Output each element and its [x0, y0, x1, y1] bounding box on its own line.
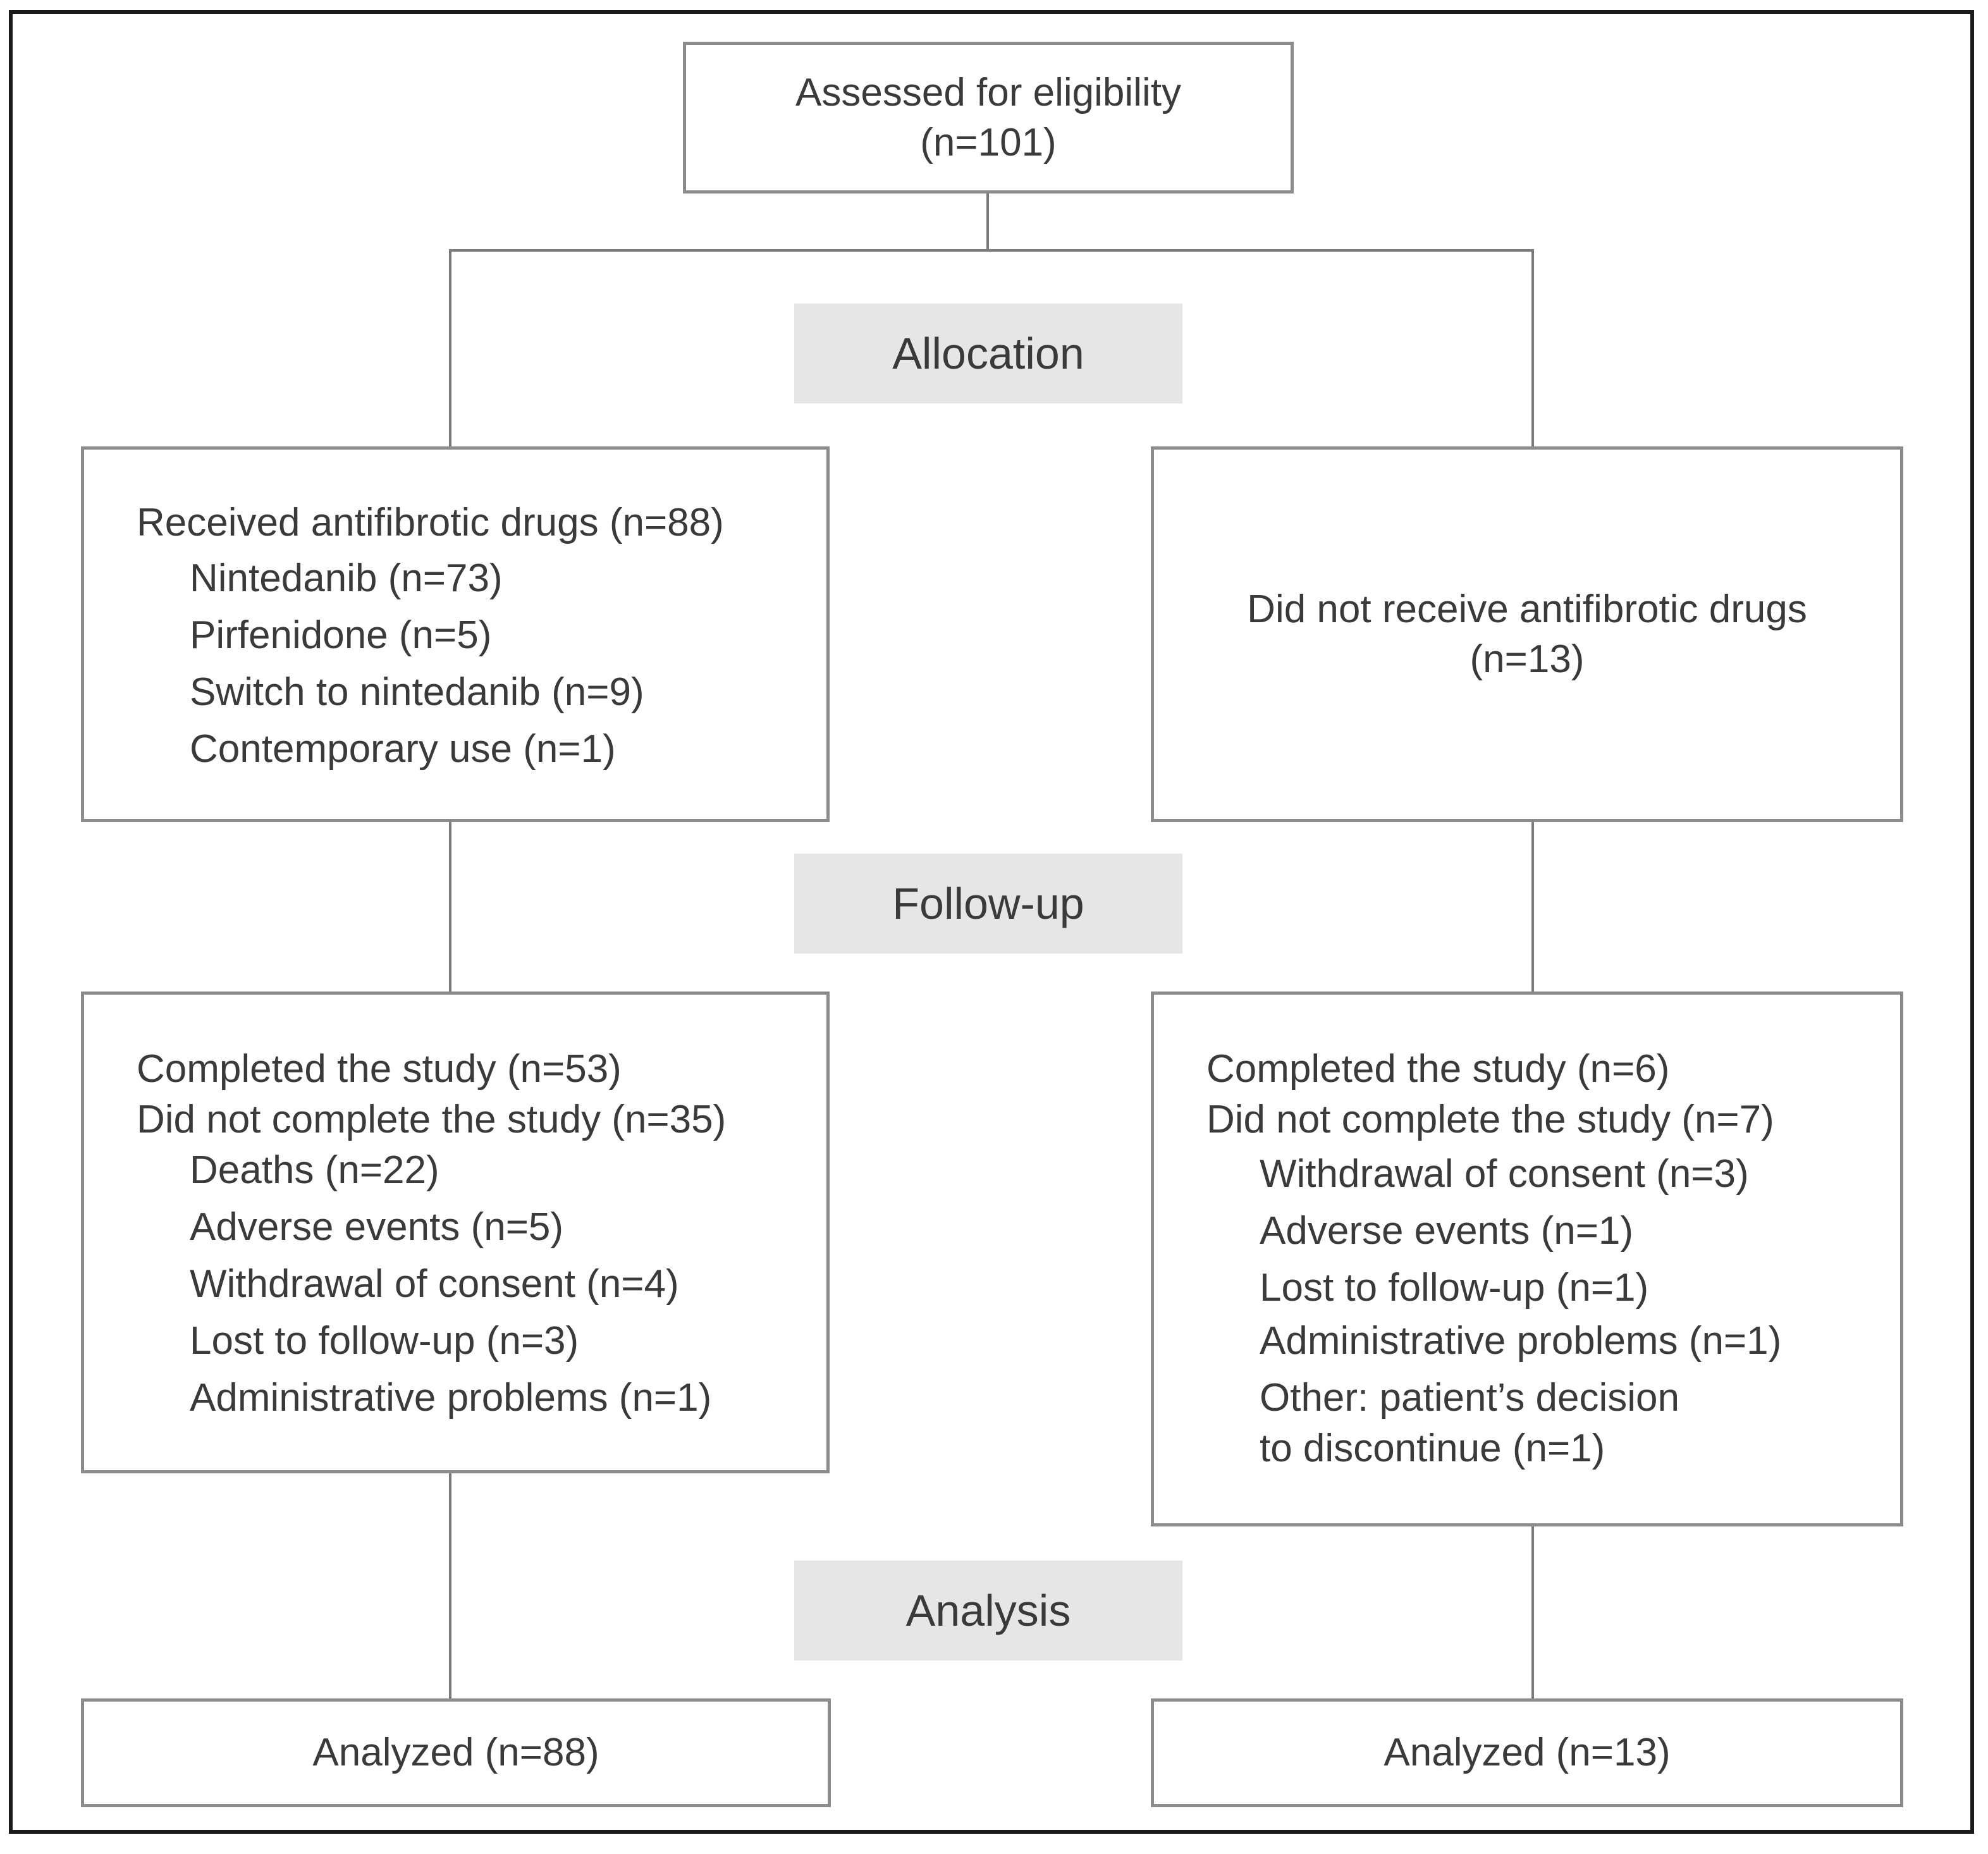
followup-right-not-completed: Did not complete the study (n=7) [1206, 1098, 1774, 1141]
connector-assessed-down [986, 192, 989, 250]
allocation-right-count: (n=13) [1470, 637, 1585, 681]
stage-follow-up: Follow-up [794, 854, 1182, 954]
followup-right-reason: Adverse events (n=1) [1260, 1209, 1634, 1253]
allocation-right-box: Did not receive antifibrotic drugs (n=13… [1151, 446, 1903, 822]
followup-left-completed: Completed the study (n=53) [137, 1047, 622, 1091]
followup-right-box [1151, 991, 1903, 1526]
connector-split-top [449, 249, 1534, 252]
analysis-right-label: Analyzed (n=13) [1384, 1731, 1671, 1775]
allocation-left-item: Contemporary use (n=1) [190, 727, 616, 771]
analysis-left-box: Analyzed (n=88) [81, 1698, 831, 1807]
connector-right-analysis [1531, 1524, 1534, 1701]
stage-analysis: Analysis [794, 1561, 1182, 1661]
followup-right-reason: to discontinue (n=1) [1260, 1427, 1605, 1470]
followup-right-reason: Other: patient’s decision [1260, 1376, 1680, 1420]
followup-right-reason: Withdrawal of consent (n=3) [1260, 1152, 1749, 1196]
followup-left-reason: Withdrawal of consent (n=4) [190, 1262, 679, 1306]
stage-analysis-label: Analysis [905, 1586, 1071, 1635]
connector-left-followup [449, 821, 451, 994]
allocation-left-item: Pirfenidone (n=5) [190, 613, 492, 657]
followup-left-reason: Administrative problems (n=1) [190, 1376, 712, 1420]
stage-follow-up-label: Follow-up [892, 879, 1084, 928]
allocation-left-item: Nintedanib (n=73) [190, 556, 503, 600]
followup-left-not-completed: Did not complete the study (n=35) [137, 1098, 727, 1141]
analysis-left-label: Analyzed (n=88) [312, 1731, 599, 1775]
stage-allocation: Allocation [794, 304, 1182, 403]
allocation-left-heading: Received antifibrotic drugs (n=88) [137, 501, 724, 544]
followup-left-reason: Adverse events (n=5) [190, 1205, 564, 1249]
followup-right-reason: Administrative problems (n=1) [1260, 1319, 1782, 1363]
analysis-right-box: Analyzed (n=13) [1151, 1698, 1903, 1807]
followup-right-completed: Completed the study (n=6) [1206, 1047, 1670, 1091]
assessed-title: Assessed for eligibility [795, 70, 1181, 114]
followup-left-reason: Deaths (n=22) [190, 1148, 439, 1192]
connector-right-allocation [1531, 249, 1534, 449]
followup-left-reason: Lost to follow-up (n=3) [190, 1319, 579, 1363]
allocation-right-heading: Did not receive antifibrotic drugs [1247, 587, 1807, 631]
connector-right-followup [1531, 821, 1534, 994]
followup-right-reason: Lost to follow-up (n=1) [1260, 1266, 1649, 1310]
stage-allocation-label: Allocation [892, 329, 1084, 378]
assessed-count: (n=101) [920, 121, 1057, 164]
assessed-box: Assessed for eligibility (n=101) [683, 42, 1294, 193]
followup-left-box [81, 991, 830, 1473]
allocation-left-box [81, 446, 830, 822]
connector-left-analysis [449, 1471, 451, 1701]
allocation-left-item: Switch to nintedanib (n=9) [190, 670, 644, 714]
connector-left-allocation [449, 249, 451, 449]
figure-frame [9, 10, 1974, 1834]
